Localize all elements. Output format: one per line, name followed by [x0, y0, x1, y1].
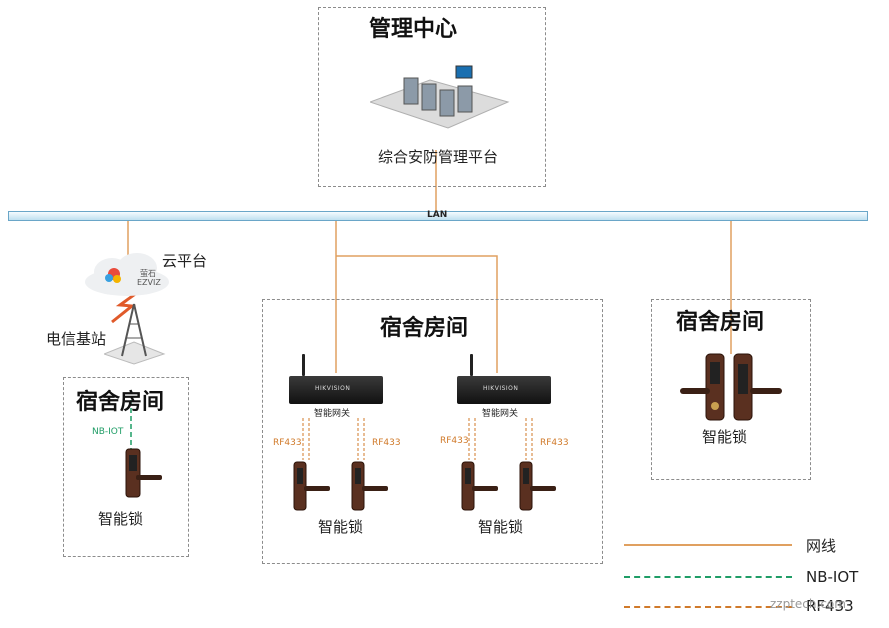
right-room-title: 宿舍房间: [676, 310, 765, 335]
legend-label-nbiot: NB-IOT: [806, 568, 859, 586]
legend-line-cable: [624, 544, 792, 546]
right-lock-label: 智能锁: [702, 428, 748, 446]
gateway1-rf-right: RF433: [372, 438, 401, 448]
smart-lock-icon: [519, 461, 556, 511]
watermark: zzptech.com: [770, 597, 846, 611]
management-title: 管理中心: [369, 17, 458, 42]
left-room-box: [63, 377, 189, 557]
left-lock-label: 智能锁: [98, 510, 144, 528]
lan-label: LAN: [427, 210, 448, 220]
middle-room-title: 宿舍房间: [380, 316, 469, 341]
management-center-box: [318, 7, 546, 187]
cloud-logo-cn: 萤石: [140, 269, 156, 278]
legend-line-nbiot: [624, 576, 792, 578]
smart-lock-icon: [461, 461, 498, 511]
middle-room-box: [262, 299, 603, 564]
gateway1-lock-label: 智能锁: [318, 518, 364, 536]
wireless-bolt: [111, 290, 139, 324]
smart-lock-icon: [293, 461, 330, 511]
right-room-box: [651, 299, 811, 480]
rf433-links: [302, 418, 533, 460]
legend-label-rf433: RF433: [806, 597, 854, 615]
gateway1-device: HIKVISION: [289, 376, 383, 404]
gateway1-brand: HIKVISION: [315, 385, 351, 392]
gateway2-rf-left: RF433: [440, 436, 469, 446]
gateway2-device: HIKVISION: [457, 376, 551, 404]
smart-lock-icon: [125, 448, 162, 498]
gateway2-brand: HIKVISION: [483, 385, 519, 392]
cloud-label: 云平台: [162, 252, 208, 270]
nbiot-label: NB-IOT: [92, 427, 124, 437]
server-cluster-icon: [370, 65, 510, 129]
gateway2-antenna: [470, 354, 473, 376]
lan-bus: [8, 211, 868, 221]
legend-line-rf433: [624, 606, 792, 608]
gateway1-antenna: [302, 354, 305, 376]
cloud-icon: [85, 253, 169, 296]
gateway2-label: 智能网关: [482, 409, 519, 419]
cloud-logo-en: EZVIZ: [137, 278, 161, 287]
base-station-label: 电信基站: [46, 330, 107, 348]
smart-lock-pair-icon: [680, 353, 782, 421]
gateway1-label: 智能网关: [314, 409, 351, 419]
base-station-tower-icon: [104, 303, 166, 365]
legend-label-cable: 网线: [806, 537, 837, 555]
platform-label: 综合安防管理平台: [378, 148, 499, 166]
smart-lock-icon: [351, 461, 388, 511]
gateway2-rf-right: RF433: [540, 438, 569, 448]
gateway2-cable: [336, 255, 498, 373]
left-room-title: 宿舍房间: [76, 390, 165, 415]
gateway2-lock-label: 智能锁: [478, 518, 524, 536]
gateway1-rf-left: RF433: [273, 438, 302, 448]
